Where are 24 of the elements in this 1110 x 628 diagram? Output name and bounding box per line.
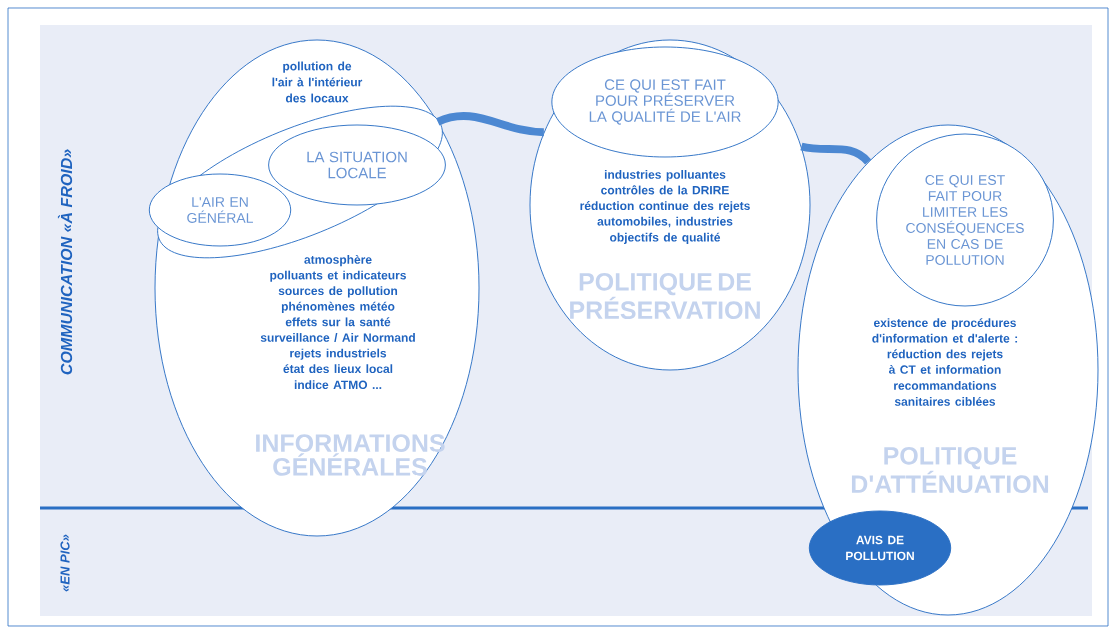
heading-text: INFORMATIONS GÉNÉRALES	[256, 434, 445, 476]
node-label: sources de pollution	[278, 286, 398, 298]
connector-arc	[800, 142, 871, 165]
node-label: industries polluantes	[604, 170, 726, 182]
heading-text: POLITIQUE D'ATTÉNUATION	[851, 446, 1049, 494]
node-label: polluants et indicateurs	[270, 270, 406, 282]
node-label: atmosphère	[304, 254, 372, 267]
heading-text: POLITIQUE DE PRÉSERVATION	[570, 272, 760, 320]
node-label: phénomènes météo	[281, 301, 395, 314]
node-label: état des lieux local	[283, 364, 393, 374]
node-label: indice ATMO ...	[294, 380, 382, 390]
node-label: surveillance / Air Normand	[260, 333, 415, 342]
topic-list: atmosphère polluants et indicateurs sources de pollution phénomènes météo effets sur la santé surveillance / Air Normand rejets industriels état des lieux local indice ATMO ...	[260, 254, 415, 390]
topic-list: existence de procédures d'information et d'alerte : réduction des rejets à CT et information recommandations sanitaires ciblées	[872, 318, 1018, 406]
note-text: pollution de l'air à l'intérieur des locaux	[272, 61, 363, 103]
pollution-badge: AVIS DE POLLUTION	[808, 510, 952, 586]
node-label: objectifs de qualité	[610, 232, 721, 244]
node-label: effets sur la santé	[285, 317, 391, 327]
topic-list: industries polluantes contrôles de la DRIRE réduction continue des rejets automobiles, industries objectifs de qualité	[580, 170, 750, 244]
node-label: rejets industriels	[290, 348, 387, 360]
node-label: contrôles de la DRIRE	[601, 185, 729, 195]
axis-label: COMMUNICATION «À FROID»	[57, 149, 73, 375]
axis-label: «EN PIC»	[60, 534, 70, 592]
connector-arc	[436, 112, 545, 137]
